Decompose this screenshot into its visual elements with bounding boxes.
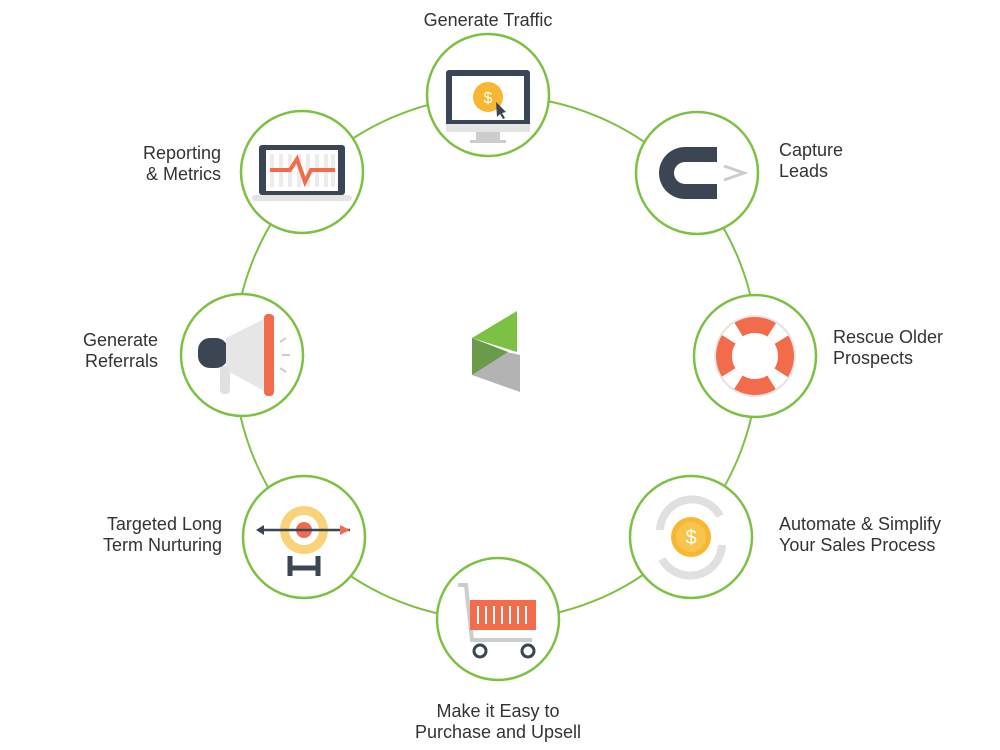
label-line: Make it Easy to [436, 701, 560, 721]
megaphone-icon [198, 314, 290, 396]
center-logo [472, 311, 520, 392]
dollar-cycle-icon: $ [656, 495, 726, 580]
svg-text:$: $ [685, 527, 696, 549]
monitor-dollar-icon: $ [446, 70, 530, 143]
label-line: Generate Traffic [423, 10, 553, 30]
label-line: Purchase and Upsell [414, 722, 582, 742]
target-icon [256, 506, 350, 576]
node-capture-leads [634, 110, 760, 236]
lifebuoy-icon [714, 315, 796, 397]
label-line: Your Sales Process [779, 535, 936, 555]
magnet-icon [659, 147, 749, 199]
laptop-chart-icon [252, 145, 352, 201]
label-line: Automate & Simplify [779, 514, 942, 534]
label-generate-traffic: Generate Traffic [388, 10, 588, 31]
shopping-cart-icon [458, 583, 536, 659]
label-line: Term Nurturing [102, 535, 222, 555]
label-line: Capture [779, 140, 844, 160]
label-reporting: Reporting& Metrics [60, 143, 221, 185]
label-line: Prospects [833, 348, 914, 368]
label-line: Referrals [84, 351, 158, 371]
label-line: Rescue Older [833, 327, 944, 347]
node-rescue-prospects [692, 293, 818, 419]
label-line: Reporting [142, 143, 221, 163]
label-line: Leads [779, 161, 829, 181]
label-line: & Metrics [145, 164, 221, 184]
svg-text:$: $ [484, 90, 493, 107]
label-line: Targeted Long [106, 514, 222, 534]
label-line: Generate [82, 330, 158, 350]
